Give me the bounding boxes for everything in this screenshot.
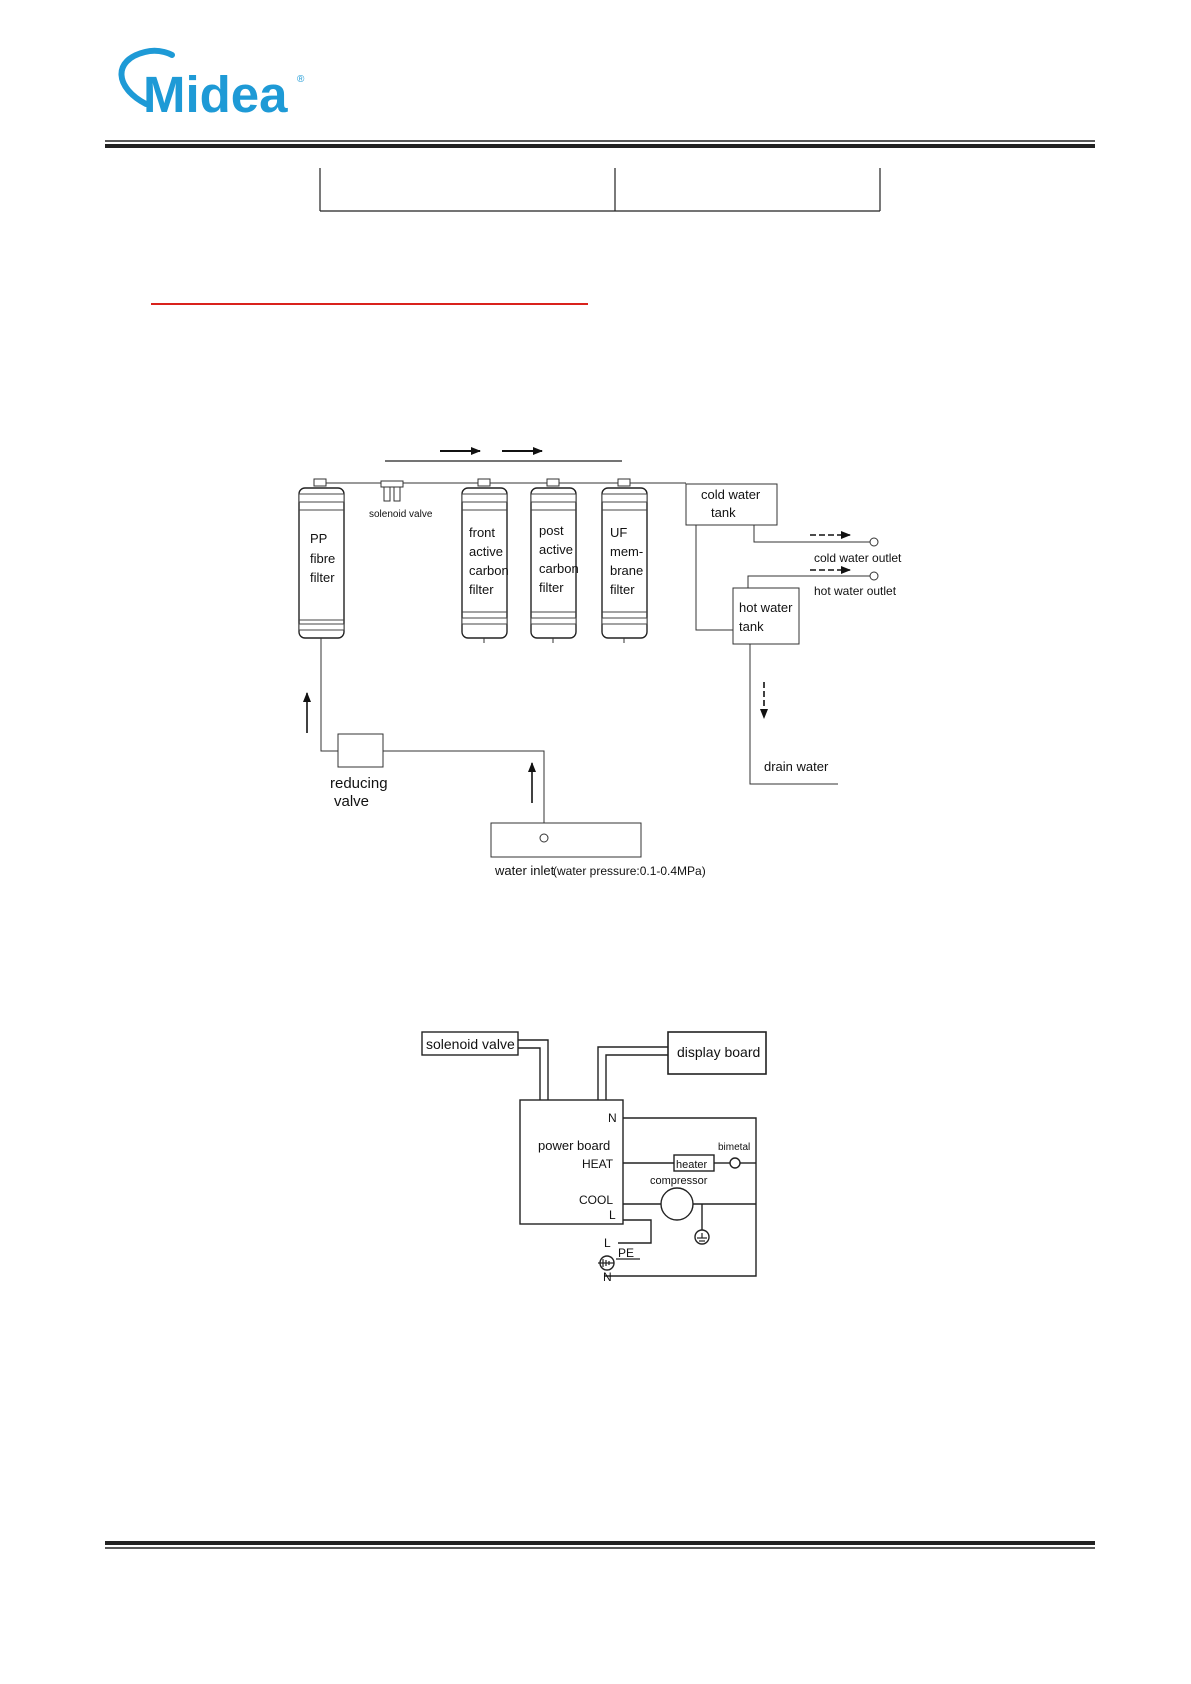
inlet-pipe bbox=[383, 750, 545, 838]
power-board-label: power board bbox=[538, 1138, 610, 1153]
post-filter-label-4: filter bbox=[539, 580, 564, 595]
display-board-wires bbox=[597, 1046, 668, 1100]
cold-to-hot-pipe bbox=[695, 525, 733, 631]
front-filter-label-2: active bbox=[469, 544, 503, 559]
hot-tank-label-2: tank bbox=[739, 619, 764, 634]
bimetal-switch: bimetal bbox=[718, 1142, 750, 1169]
cold-water-outlet bbox=[753, 525, 879, 547]
wiring-display-board: display board bbox=[667, 1031, 767, 1075]
reducing-valve-label-2: valve bbox=[334, 793, 369, 810]
water-pressure-label: (water pressure:0.1-0.4MPa) bbox=[553, 864, 706, 878]
cold-water-tank: cold water tank bbox=[685, 483, 778, 526]
mains-l-label: L bbox=[604, 1236, 611, 1250]
wiring-solenoid-label: solenoid valve bbox=[426, 1036, 515, 1052]
hot-tank-label-1: hot water bbox=[739, 600, 793, 615]
power-board: N power board HEAT COOL L bbox=[519, 1099, 624, 1225]
drain-label: drain water bbox=[764, 759, 829, 774]
cold-tank-label-2: tank bbox=[711, 505, 736, 520]
post-filter-label-2: active bbox=[539, 542, 573, 557]
midea-logo: Midea ® bbox=[118, 47, 305, 123]
front-carbon-filter: front active carbon filter bbox=[461, 478, 509, 643]
uf-filter-label-2: mem- bbox=[610, 544, 643, 559]
cold-tank-label-1: cold water bbox=[701, 487, 761, 502]
pp-filter-label-3: filter bbox=[310, 570, 335, 585]
pp-inlet-pipe bbox=[320, 643, 338, 752]
neutral-rail bbox=[604, 1117, 757, 1277]
water-inlet-label: water inlet bbox=[494, 863, 555, 878]
compressor-ground-icon bbox=[694, 1229, 710, 1245]
uf-filter-label-1: UF bbox=[610, 525, 627, 540]
hot-water-tank: hot water tank bbox=[732, 587, 800, 645]
wiring-solenoid-valve: solenoid valve bbox=[421, 1031, 519, 1056]
mains-n-label: N bbox=[603, 1270, 612, 1284]
compressor-label: compressor bbox=[650, 1175, 708, 1187]
front-filter-label-4: filter bbox=[469, 582, 494, 597]
uf-filter-label-4: filter bbox=[610, 582, 635, 597]
hot-outlet-label: hot water outlet bbox=[814, 584, 897, 598]
solenoid-valve-label: solenoid valve bbox=[369, 509, 433, 520]
logo-text: Midea bbox=[143, 66, 288, 123]
pe-ground-icon bbox=[598, 1255, 615, 1271]
line-mains bbox=[618, 1219, 652, 1244]
post-filter-label-1: post bbox=[539, 523, 564, 538]
cool-circuit bbox=[623, 1203, 756, 1230]
uf-filter-label-3: brane bbox=[610, 563, 643, 578]
logo-registered-mark: ® bbox=[297, 74, 305, 85]
cold-outlet-label: cold water outlet bbox=[814, 551, 902, 565]
front-filter-label-1: front bbox=[469, 525, 495, 540]
post-filter-label-3: carbon bbox=[539, 561, 579, 576]
solenoid-wires bbox=[518, 1039, 549, 1100]
terminal-n-label: N bbox=[608, 1111, 617, 1125]
pp-filter-label-2: fibre bbox=[310, 551, 335, 566]
logo-swoosh-icon bbox=[118, 47, 175, 107]
compressor-symbol: compressor bbox=[650, 1175, 708, 1221]
front-filter-label-3: carbon bbox=[469, 563, 509, 578]
bimetal-label: bimetal bbox=[718, 1142, 750, 1153]
wiring-diagram: solenoid valve display board N power boa… bbox=[421, 1031, 767, 1284]
water-flow-diagram: solenoid valve PP fibre filter front act… bbox=[298, 447, 902, 878]
header-rule bbox=[105, 140, 1095, 148]
terminal-l-label: L bbox=[609, 1208, 616, 1222]
flow-direction-arrows bbox=[385, 447, 622, 462]
reducing-valve: reducing valve bbox=[330, 733, 388, 810]
terminal-heat-label: HEAT bbox=[582, 1157, 614, 1171]
display-board-label: display board bbox=[677, 1044, 760, 1060]
drain-pipe bbox=[749, 644, 838, 785]
terminal-cool-label: COOL bbox=[579, 1193, 613, 1207]
top-table bbox=[319, 168, 881, 212]
heater-label: heater bbox=[676, 1159, 708, 1171]
pp-fibre-filter: PP fibre filter bbox=[298, 478, 345, 643]
mains-pe-label: PE bbox=[618, 1246, 634, 1260]
solenoid-valve-symbol bbox=[380, 480, 404, 502]
hot-water-outlet bbox=[747, 566, 879, 588]
uf-membrane-filter: UF mem- brane filter bbox=[601, 478, 648, 643]
pp-filter-label-1: PP bbox=[310, 531, 327, 546]
water-inlet: water inlet (water pressure:0.1-0.4MPa) bbox=[490, 822, 706, 878]
heater-element: heater bbox=[673, 1154, 715, 1172]
post-carbon-filter: post active carbon filter bbox=[530, 478, 579, 643]
reducing-valve-label-1: reducing bbox=[330, 775, 388, 792]
footer-rule bbox=[105, 1541, 1095, 1549]
